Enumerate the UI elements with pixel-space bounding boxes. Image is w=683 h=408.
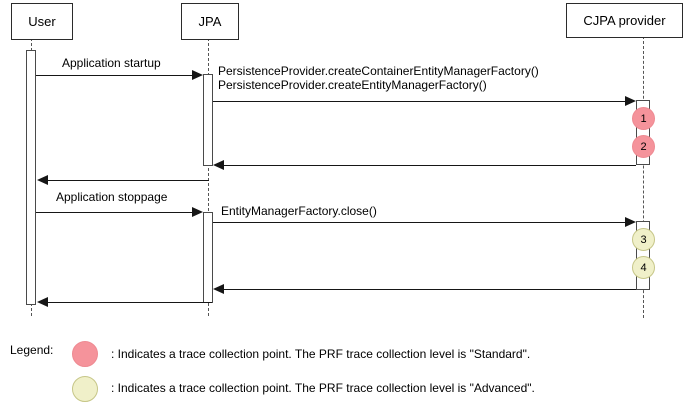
trace-point-2: 2 <box>632 135 655 158</box>
lifeline-jpa <box>208 38 209 316</box>
trace-point-1: 1 <box>632 107 655 130</box>
actor-label-cjpa-provider: CJPA provider <box>583 13 666 28</box>
message-line-application-startup <box>36 75 192 76</box>
legend-title: Legend: <box>10 343 54 357</box>
arrowhead-right-icon <box>192 207 203 217</box>
trace-point-4-number: 4 <box>640 261 647 274</box>
actor-box-jpa: JPA <box>181 3 239 40</box>
legend-marker-standard-icon <box>72 341 98 367</box>
message-line-create-emf <box>213 101 625 102</box>
message-label-application-stoppage: Application stoppage <box>56 190 168 204</box>
arrowhead-right-icon <box>192 70 203 80</box>
return-line-jpa-to-user-1 <box>48 180 209 181</box>
legend-text-advanced: : Indicates a trace collection point. Th… <box>111 381 535 395</box>
return-line-cjpa-to-jpa-1 <box>224 165 636 166</box>
actor-label-jpa: JPA <box>198 14 222 29</box>
message-label-emf-close: EntityManagerFactory.close() <box>221 204 377 218</box>
activation-bar-jpa-2 <box>203 212 213 303</box>
actor-box-cjpa-provider: CJPA provider <box>566 3 683 38</box>
trace-point-1-number: 1 <box>640 112 647 125</box>
arrowhead-left-icon <box>213 160 224 170</box>
arrowhead-left-icon <box>213 284 224 294</box>
message-line-emf-close <box>213 222 625 223</box>
actor-label-user: User <box>28 14 56 29</box>
arrowhead-right-icon <box>625 96 636 106</box>
arrowhead-right-icon <box>625 217 636 227</box>
activation-bar-jpa-1 <box>203 74 213 166</box>
arrowhead-left-icon <box>37 297 48 307</box>
actor-box-user: User <box>11 3 73 40</box>
lifeline-cjpa-provider <box>643 36 644 318</box>
arrowhead-left-icon <box>37 175 48 185</box>
trace-point-3: 3 <box>632 228 655 251</box>
message-line-application-stoppage <box>36 212 192 213</box>
trace-point-3-number: 3 <box>640 233 647 246</box>
trace-point-4: 4 <box>632 256 655 279</box>
activation-bar-user <box>26 50 36 305</box>
trace-point-2-number: 2 <box>640 140 647 153</box>
message-label-application-startup: Application startup <box>62 56 161 70</box>
message-label-create-emf: PersistenceProvider.createEntityManagerF… <box>218 78 487 92</box>
legend-marker-advanced-icon <box>72 376 98 402</box>
return-line-jpa-to-user-2 <box>48 302 212 303</box>
legend-text-standard: : Indicates a trace collection point. Th… <box>111 347 531 361</box>
return-line-cjpa-to-jpa-2 <box>224 289 636 290</box>
message-label-create-container-emf: PersistenceProvider.createContainerEntit… <box>218 64 539 78</box>
